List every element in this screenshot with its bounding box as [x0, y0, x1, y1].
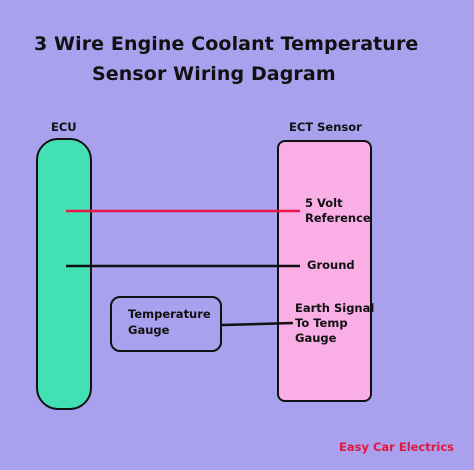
diagram-title-line-1: 3 Wire Engine Coolant Temperature: [34, 33, 419, 55]
ect-sensor-block: [277, 140, 372, 402]
five-volt-line-2: Reference: [305, 211, 371, 225]
gauge-signal-wire: [221, 321, 294, 327]
ground-label: Ground: [307, 258, 355, 272]
earth-signal-line-2: To Temp: [295, 316, 348, 330]
ect-sensor-label: ECT Sensor: [289, 120, 362, 134]
earth-signal-line-3: Gauge: [295, 331, 337, 345]
earth-signal-label: Earth Signal To Temp Gauge: [295, 301, 374, 346]
diagram-title-line-2: Sensor Wiring Dagram: [92, 63, 336, 85]
temperature-gauge-block: [110, 296, 222, 352]
earth-signal-line-1: Earth Signal: [295, 301, 375, 315]
gauge-label-line-1: Temperature: [128, 307, 211, 321]
temperature-gauge-label: Temperature Gauge: [128, 306, 211, 338]
five-volt-line-1: 5 Volt: [305, 196, 343, 210]
ecu-block: [36, 138, 92, 410]
brand-watermark: Easy Car Electrics: [339, 440, 455, 454]
ecu-label: ECU: [51, 120, 77, 134]
gauge-label-line-2: Gauge: [128, 323, 170, 337]
five-volt-reference-label: 5 Volt Reference: [305, 196, 371, 226]
